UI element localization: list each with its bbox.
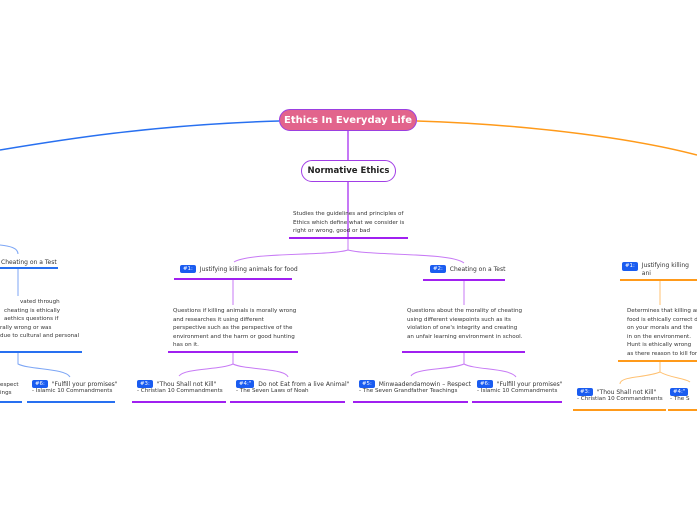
- topic-cheating[interactable]: #2:Cheating on a Test: [430, 265, 505, 273]
- child-tag: #3:: [577, 388, 593, 396]
- root-node[interactable]: Ethics In Everyday Life: [279, 109, 417, 131]
- left-topic-description: vated through cheating is ethically aeth…: [0, 298, 79, 341]
- divider: [0, 401, 22, 403]
- child-source: - The S: [670, 396, 690, 402]
- left-topic-cheating[interactable]: Cheating on a Test: [1, 259, 57, 266]
- child-node[interactable]: #3:"Thou Shall not Kill"- Christian 10 C…: [137, 380, 223, 394]
- topic-description: Questions about the morality of cheating…: [407, 308, 523, 340]
- topic-label: Cheating on a Test: [1, 259, 57, 266]
- normative-ethics-node[interactable]: Normative Ethics: [301, 160, 396, 182]
- topic-description: Questions if killing animals is morally …: [173, 308, 297, 349]
- child-node[interactable]: #3:"Thou Shall not Kill"- Christian 10 C…: [577, 388, 663, 402]
- divider: [174, 278, 292, 280]
- topic-tag: #1:: [180, 265, 196, 273]
- child-source: - Islamic 10 Commandments: [32, 388, 113, 394]
- divider: [168, 351, 298, 353]
- divider: [573, 409, 666, 411]
- desc-line: rally wrong or was: [0, 324, 52, 331]
- divider: [668, 409, 697, 411]
- normative-ethics-description: Studies the guidelines and principles of…: [293, 211, 405, 235]
- desc-line: vated through: [20, 299, 60, 305]
- divider: [423, 279, 505, 281]
- topic-label: Justifying killing ani: [641, 262, 689, 277]
- desc-line: due to cultural and personal: [0, 333, 80, 340]
- topic-label: Cheating on a Test: [449, 265, 506, 273]
- desc-line: cheating is ethically: [4, 307, 61, 314]
- divider: [0, 351, 82, 353]
- child-source: ings: [0, 390, 12, 396]
- child-tag: #6:: [32, 380, 48, 388]
- child-quote: "Fulfill your promises": [496, 380, 563, 388]
- divider: [618, 360, 697, 362]
- child-source: - Christian 10 Commandments: [577, 396, 663, 402]
- child-node[interactable]: #4:"- The S: [670, 388, 690, 402]
- divider: [472, 401, 562, 403]
- child-source: - Christian 10 Commandments: [137, 388, 223, 394]
- right-topic-killing-animals[interactable]: #1:Justifying killing ani: [622, 262, 696, 277]
- child-tag: #6:: [477, 380, 493, 388]
- desc-line: aethics questions if: [4, 316, 59, 323]
- divider: [132, 401, 226, 403]
- topic-killing-animals[interactable]: #1:Justifying killing animals for food: [180, 265, 298, 273]
- child-source: - Islamic 10 Commandments: [477, 388, 558, 394]
- child-tag: #3:: [137, 380, 153, 388]
- child-quote: Do not Eat from a live Animal": [258, 380, 350, 388]
- topic-tag: #1:: [622, 262, 638, 271]
- child-quote: "Fulfill your promises": [51, 380, 118, 388]
- topic-label: Justifying killing animals for food: [199, 265, 298, 273]
- divider: [620, 279, 697, 281]
- child-quote: Minwaadendamowin – Respect: [378, 380, 472, 388]
- child-tag: #5:: [359, 380, 375, 388]
- child-source: - The Seven Laws of Noah: [236, 388, 309, 394]
- divider: [230, 401, 345, 403]
- child-quote: "Thou Shall not Kill": [596, 388, 657, 396]
- child-quote: espect: [0, 382, 19, 388]
- divider: [27, 401, 115, 403]
- child-node[interactable]: #4:"Do not Eat from a live Animal"- The …: [236, 380, 349, 394]
- child-node[interactable]: #6:"Fulfill your promises"- Islamic 10 C…: [32, 380, 118, 394]
- child-tag: #4:": [236, 380, 255, 388]
- child-quote: "Thou Shall not Kill": [156, 380, 217, 388]
- child-source: - The Seven Grandfather Teachings: [359, 388, 458, 394]
- child-tag: #4:": [670, 388, 689, 396]
- topic-tag: #2:: [430, 265, 446, 273]
- child-node[interactable]: #6:"Fulfill your promises"- Islamic 10 C…: [477, 380, 563, 394]
- child-node[interactable]: espect ings: [0, 380, 19, 396]
- child-node[interactable]: #5:Minwaadendamowin – Respect- The Seven…: [359, 380, 471, 394]
- right-topic-description: Determines that killing ar food is ethic…: [627, 308, 697, 357]
- divider: [353, 401, 468, 403]
- divider: [402, 351, 525, 353]
- divider: [289, 237, 408, 239]
- divider: [0, 267, 58, 269]
